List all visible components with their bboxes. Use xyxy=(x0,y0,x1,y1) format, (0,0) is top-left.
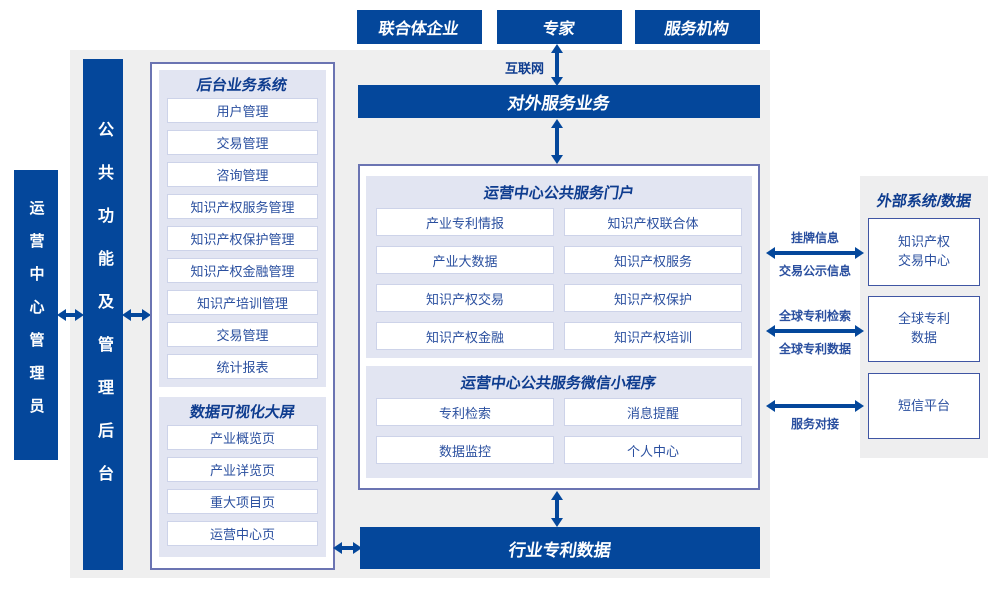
arrow-right-icon xyxy=(855,246,864,259)
arrow-right-icon xyxy=(353,542,362,554)
backend-system-title-text: 后台业务系统 xyxy=(196,76,289,94)
list-item: 知识产培训管理 xyxy=(167,290,318,315)
list-item: 知识产权保护管理 xyxy=(167,226,318,251)
arrow-right-icon xyxy=(855,324,864,337)
industry-data-label: 行业专利数据 xyxy=(507,540,613,560)
backend-system-title: 后台业务系统 xyxy=(159,70,326,98)
list-item: 重大项目页 xyxy=(167,489,318,514)
grid-item: 知识产权金融 xyxy=(376,322,554,350)
portal-panel: 运营中心公共服务门户 产业专利情报 知识产权联合体 产业大数据 知识产权服务 知… xyxy=(366,176,752,358)
grid-item: 产业专利情报 xyxy=(376,208,554,236)
extbox-line: 数据 xyxy=(910,330,937,345)
service-connect-arrow xyxy=(766,399,864,412)
arrow-up-icon xyxy=(551,44,563,53)
dashboard-title: 数据可视化大屏 xyxy=(159,397,326,425)
dashboard-panel: 数据可视化大屏 产业概览页 产业详览页 重大项目页 运营中心页 xyxy=(159,397,326,557)
dashboard-industry-arrow xyxy=(333,542,362,554)
actor-label: 服务机构 xyxy=(663,21,731,38)
miniprogram-title: 运营中心公共服务微信小程序 xyxy=(366,366,752,398)
backend-functions-bar: 公共功能及管理后台 xyxy=(83,59,123,570)
grid-item: 知识产权培训 xyxy=(564,322,742,350)
grid-item: 知识产权交易 xyxy=(376,284,554,312)
grid-item: 个人中心 xyxy=(564,436,742,464)
list-item: 知识产权服务管理 xyxy=(167,194,318,219)
arrow-right-icon xyxy=(75,309,84,321)
portal-title: 运营中心公共服务门户 xyxy=(366,176,752,208)
arrow-left-icon xyxy=(333,542,342,554)
list-item: 咨询管理 xyxy=(167,162,318,187)
portal-industry-arrow xyxy=(550,491,564,527)
list-item: 交易管理 xyxy=(167,130,318,155)
extbox-line: 知识产权 xyxy=(897,234,950,250)
external-systems-title-text: 外部系统/数据 xyxy=(875,192,973,210)
arrow-left-icon xyxy=(766,399,775,412)
list-item: 用户管理 xyxy=(167,98,318,123)
external-box-global-patent: 全球专利 数据 xyxy=(868,296,980,362)
internet-label: 互联网 xyxy=(504,61,544,76)
external-systems-title: 外部系统/数据 xyxy=(860,186,988,214)
admin-backend-arrow xyxy=(57,309,84,321)
miniprogram-title-text: 运营中心公共服务微信小程序 xyxy=(460,374,658,392)
arrow-up-icon xyxy=(551,491,563,500)
arrow-up-icon xyxy=(551,119,563,128)
external-service-label: 对外服务业务 xyxy=(506,94,612,113)
backend-system-arrow xyxy=(122,309,151,321)
arrow-down-icon xyxy=(551,155,563,164)
backend-system-list: 用户管理 交易管理 咨询管理 知识产权服务管理 知识产权保护管理 知识产权金融管… xyxy=(159,98,326,379)
list-item: 知识产权金融管理 xyxy=(167,258,318,283)
external-service-bar: 对外服务业务 xyxy=(358,85,760,118)
backend-outer-box: 后台业务系统 用户管理 交易管理 咨询管理 知识产权服务管理 知识产权保护管理 … xyxy=(150,62,335,570)
internet-arrow xyxy=(550,44,564,86)
actor-label: 专家 xyxy=(541,21,577,38)
link-label: 全球专利数据 xyxy=(778,342,851,356)
extbox-line: 交易中心 xyxy=(897,253,950,268)
arrow-left-icon xyxy=(766,324,775,337)
list-item: 产业详览页 xyxy=(167,457,318,482)
dashboard-title-text: 数据可视化大屏 xyxy=(188,403,297,421)
external-box-ip-exchange: 知识产权 交易中心 xyxy=(868,218,980,286)
grid-item: 专利检索 xyxy=(376,398,554,426)
center-outer-box: 运营中心公共服务门户 产业专利情报 知识产权联合体 产业大数据 知识产权服务 知… xyxy=(358,164,760,490)
arrow-left-icon xyxy=(122,309,131,321)
global-patent-arrow xyxy=(766,324,864,337)
actor-box-service-orgs: 服务机构 xyxy=(635,10,760,44)
grid-item: 知识产权联合体 xyxy=(564,208,742,236)
dashboard-list: 产业概览页 产业详览页 重大项目页 运营中心页 xyxy=(159,425,326,546)
arrow-right-icon xyxy=(142,309,151,321)
grid-item: 消息提醒 xyxy=(564,398,742,426)
grid-item: 数据监控 xyxy=(376,436,554,464)
miniprogram-grid: 专利检索 消息提醒 数据监控 个人中心 xyxy=(366,398,752,464)
portal-title-text: 运营中心公共服务门户 xyxy=(482,184,636,202)
extbox-line: 全球专利 xyxy=(897,311,950,327)
backend-system-panel: 后台业务系统 用户管理 交易管理 咨询管理 知识产权服务管理 知识产权保护管理 … xyxy=(159,70,326,387)
list-item: 统计报表 xyxy=(167,354,318,379)
external-box-sms: 短信平台 xyxy=(868,373,980,439)
list-item: 交易管理 xyxy=(167,322,318,347)
link-label: 服务对接 xyxy=(790,417,839,431)
industry-data-bar: 行业专利数据 xyxy=(360,527,760,569)
service-portal-arrow xyxy=(550,119,564,164)
miniprogram-panel: 运营中心公共服务微信小程序 专利检索 消息提醒 数据监控 个人中心 xyxy=(366,366,752,478)
actor-box-consortium: 联合体企业 xyxy=(357,10,482,44)
arrow-down-icon xyxy=(551,77,563,86)
list-item: 产业概览页 xyxy=(167,425,318,450)
portal-grid: 产业专利情报 知识产权联合体 产业大数据 知识产权服务 知识产权交易 知识产权保… xyxy=(366,208,752,350)
link-label: 挂牌信息 xyxy=(790,231,839,245)
grid-item: 产业大数据 xyxy=(376,246,554,274)
operation-admin-box: 运营中心管理员 xyxy=(14,170,58,460)
extbox-line: 短信平台 xyxy=(897,397,950,413)
link-label: 全球专利检索 xyxy=(778,309,851,323)
arrow-left-icon xyxy=(57,309,66,321)
arrow-down-icon xyxy=(551,518,563,527)
grid-item: 知识产权保护 xyxy=(564,284,742,312)
grid-item: 知识产权服务 xyxy=(564,246,742,274)
link-label: 交易公示信息 xyxy=(778,264,851,278)
actor-label: 联合体企业 xyxy=(377,21,461,38)
arrow-right-icon xyxy=(855,399,864,412)
list-item: 运营中心页 xyxy=(167,521,318,546)
arrow-left-icon xyxy=(766,246,775,259)
listing-info-arrow xyxy=(766,246,864,259)
actor-box-experts: 专家 xyxy=(497,10,622,44)
